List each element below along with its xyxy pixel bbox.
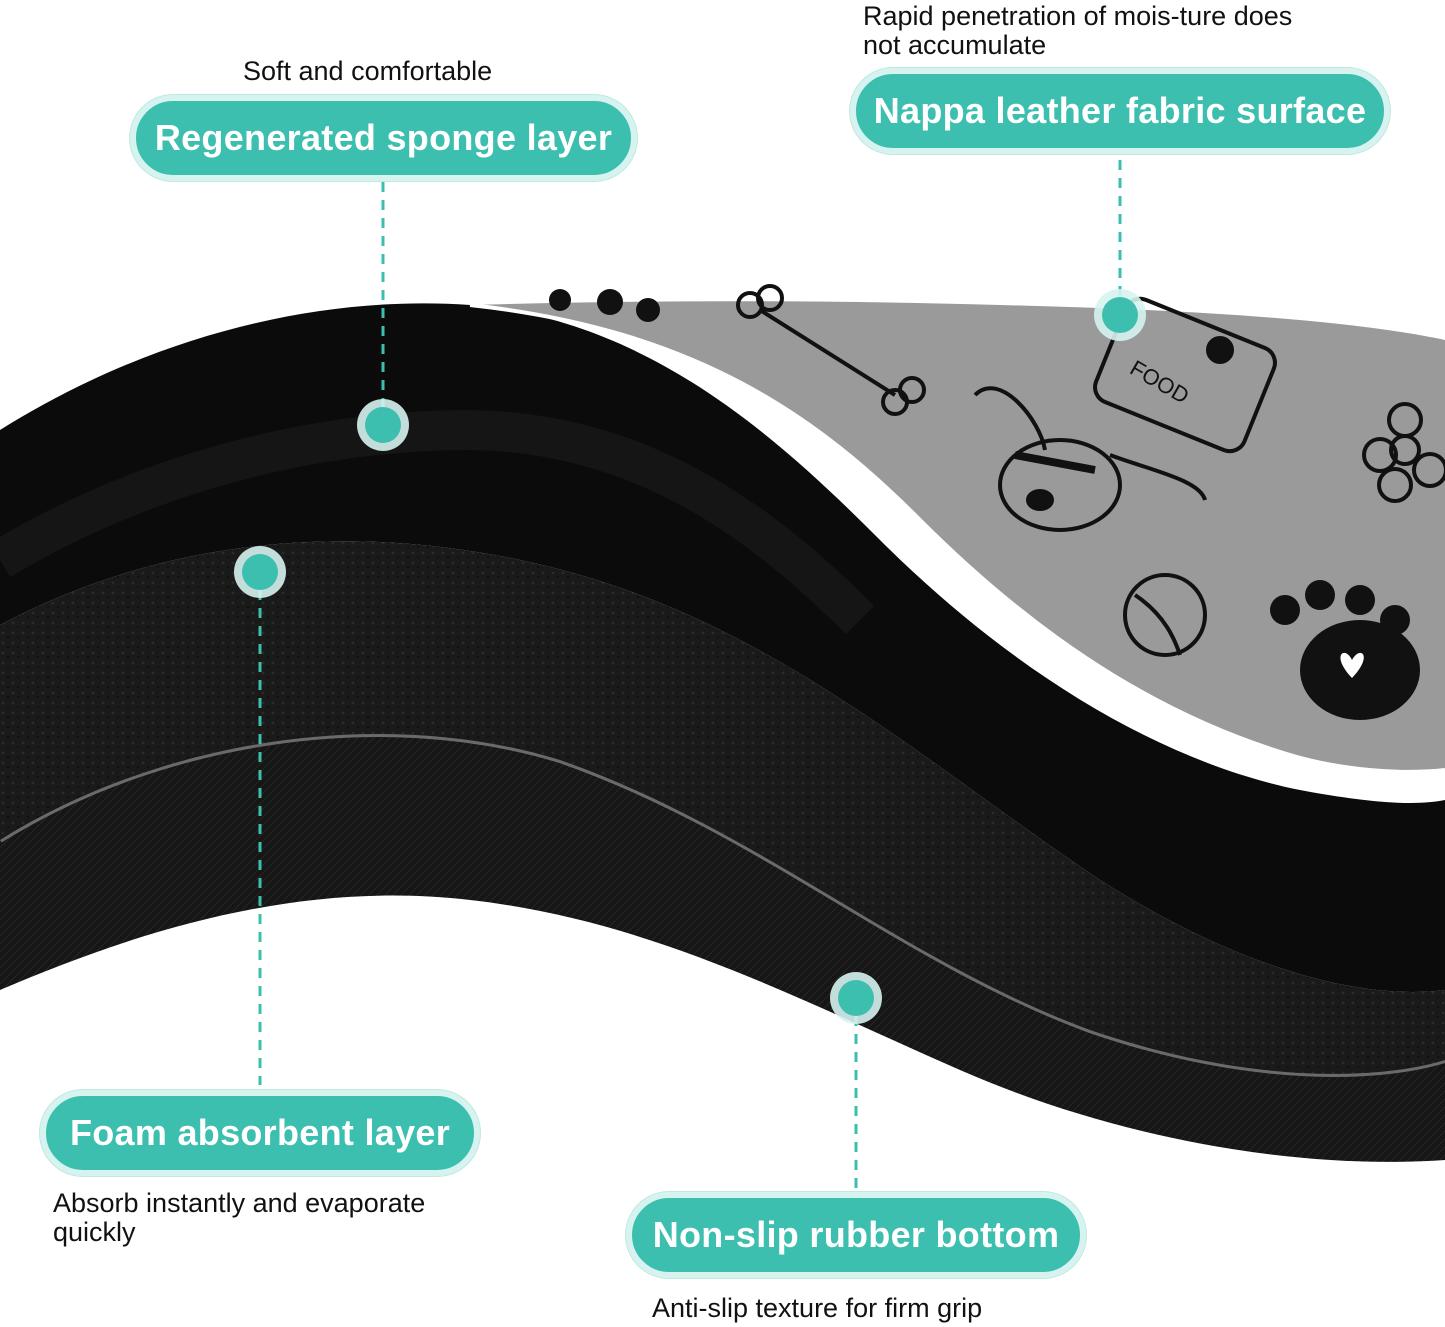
- nappa-surface-layer: [470, 301, 1445, 772]
- sponge-label: Regenerated sponge layer: [130, 95, 637, 181]
- rubber-label: Non-slip rubber bottom: [626, 1192, 1086, 1278]
- foam-absorbent-layer: [0, 541, 1445, 1074]
- paw-print-icon: [549, 289, 660, 322]
- callout-dot-rubber: [830, 972, 882, 1024]
- callout-dot-nappa: [1094, 289, 1146, 341]
- rubber-note: Anti-slip texture for firm grip: [652, 1293, 983, 1323]
- dog-face-icon: [973, 386, 1207, 532]
- callout-dot-sponge: [357, 399, 409, 451]
- sponge-layer: [0, 303, 1445, 993]
- flower-icon: [1362, 402, 1445, 503]
- foam-label: Foam absorbent layer: [40, 1090, 480, 1176]
- bone-icon: [736, 284, 926, 416]
- ball-icon: [1123, 573, 1207, 657]
- foam-note-line-1: Absorb instantly and evaporate: [53, 1188, 426, 1218]
- nappa-note-line-2: not accumulate: [863, 30, 1047, 60]
- paw-print-icon: [1270, 580, 1420, 720]
- rubber-bottom-layer: [0, 734, 1445, 1162]
- nappa-note: Rapid penetration of mois-ture does not …: [863, 2, 1423, 60]
- nappa-note-line-1: Rapid penetration of mois-ture does: [863, 1, 1293, 31]
- foam-note-line-2: quickly: [53, 1217, 136, 1247]
- nappa-label: Nappa leather fabric surface: [850, 68, 1390, 154]
- sponge-note: Soft and comfortable: [243, 56, 493, 86]
- callout-dot-foam: [234, 546, 286, 598]
- foam-note: Absorb instantly and evaporate quickly: [53, 1189, 533, 1247]
